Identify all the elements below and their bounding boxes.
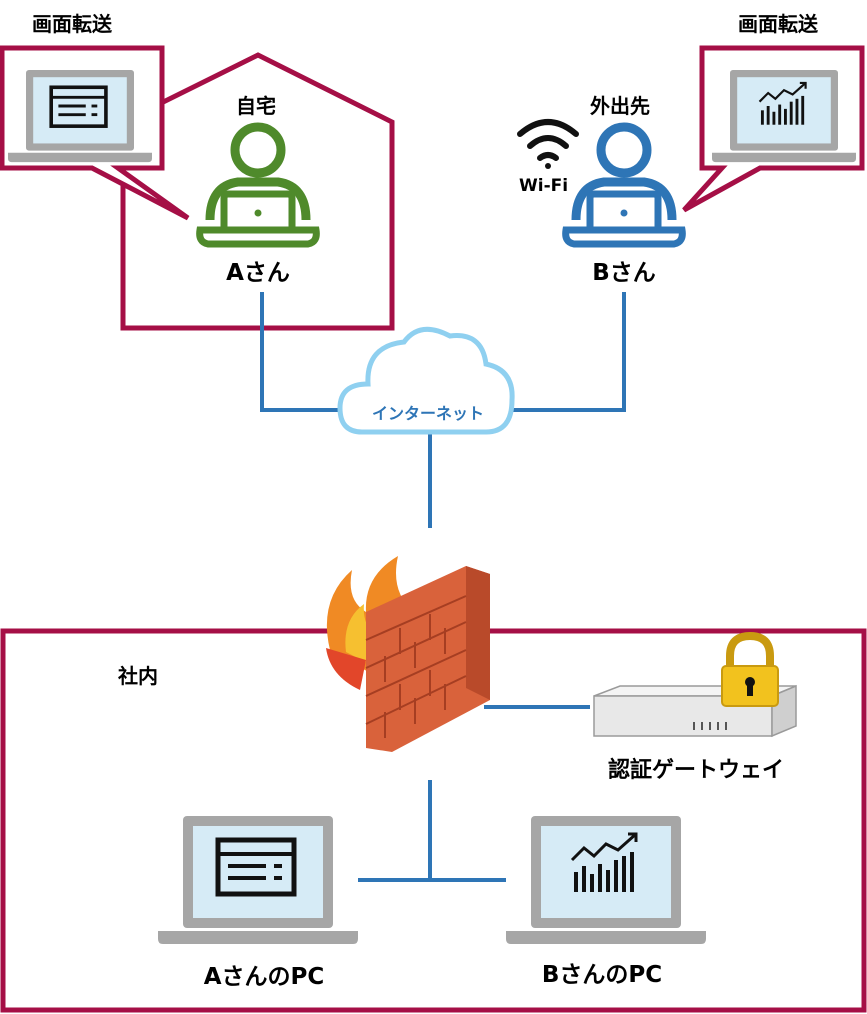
padlock-icon <box>721 631 779 707</box>
network-lines <box>260 292 626 882</box>
office-label: 社内 <box>118 664 158 688</box>
home-frame <box>120 52 395 331</box>
outside-label: 外出先 <box>590 94 650 118</box>
pc-b-laptop <box>504 814 708 946</box>
user-b-label: Bさん <box>592 260 656 286</box>
firewall-icon <box>326 556 490 752</box>
pc-b-label: BさんのPC <box>541 962 663 988</box>
cloud-icon <box>337 326 515 435</box>
gateway-label: 認証ゲートウェイ <box>607 758 785 783</box>
user-b-icon <box>566 127 683 244</box>
laptop-chart-icon-small <box>710 68 858 164</box>
pc-a-label: AさんのPC <box>203 964 325 990</box>
internet-label: インターネット <box>371 404 485 423</box>
wifi-label: Wi-Fi <box>519 176 569 196</box>
screen-transfer-label-left: 画面転送 <box>32 12 112 36</box>
home-label: 自宅 <box>236 94 276 118</box>
screen-transfer-label-right: 画面転送 <box>738 12 818 36</box>
user-a-icon <box>200 127 317 244</box>
laptop-doc-icon-small <box>6 68 154 164</box>
user-a-label: Aさん <box>226 260 290 286</box>
pc-a-laptop <box>158 816 358 944</box>
wifi-icon <box>517 119 579 169</box>
